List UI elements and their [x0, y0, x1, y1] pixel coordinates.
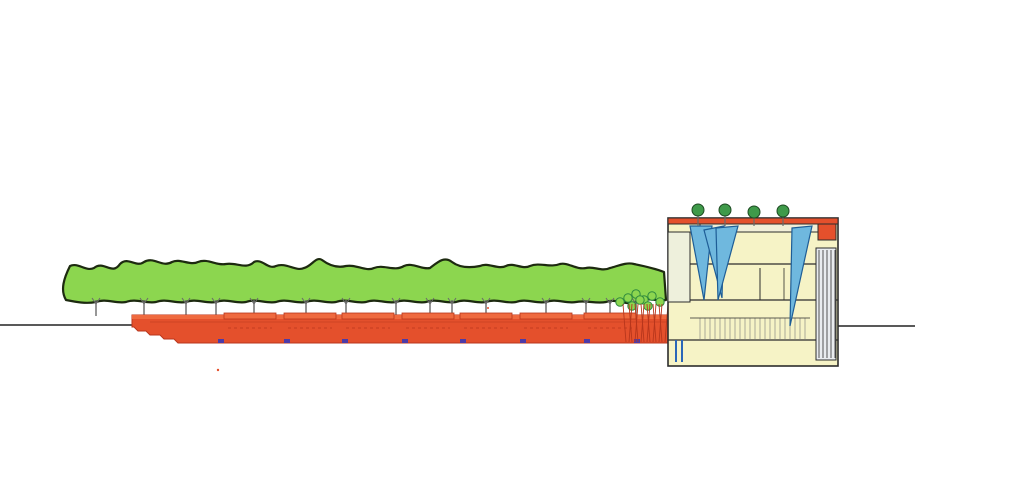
tree-branch: [485, 297, 491, 305]
ground-line: [0, 324, 915, 327]
tree-branch: [139, 297, 145, 305]
purple-accent: [342, 339, 348, 343]
podium-terraces: [131, 312, 683, 344]
roof-tree-crown: [718, 203, 732, 217]
podium-module: [459, 312, 513, 320]
tree-canopy-icon: [61, 258, 668, 316]
tree-branch: [143, 297, 149, 305]
purple-accent: [218, 339, 224, 343]
podium-module: [283, 312, 337, 320]
purple-accent: [520, 339, 526, 343]
podium-modules: [150, 312, 680, 329]
stair-lines: [818, 250, 836, 358]
tree-branch: [181, 297, 187, 305]
shrub-stem: [628, 303, 633, 343]
tree-branch: [429, 297, 435, 305]
tree-branch: [211, 297, 217, 305]
shrub-leaf: [655, 297, 665, 307]
shrub-stem: [634, 303, 639, 343]
podium-module: [401, 312, 455, 320]
tree-branch: [253, 297, 259, 305]
shrub-leaf: [647, 291, 657, 301]
tree-branch: [447, 297, 453, 305]
roof-tree-crown: [691, 203, 705, 217]
shrub-stem: [658, 303, 663, 343]
purple-accent: [460, 339, 466, 343]
roof-tree-crown: [776, 204, 790, 218]
shrub-leaf: [635, 295, 645, 305]
tree-branch: [481, 297, 487, 305]
tree-branch: [185, 297, 191, 305]
purple-accents: [218, 339, 640, 343]
tree-branch: [451, 297, 457, 305]
shrub-leaf: [615, 297, 625, 307]
tree-branch: [605, 297, 611, 305]
tree-branch: [91, 297, 97, 305]
shrub-stem: [622, 303, 627, 343]
shrub-leaf: [643, 301, 653, 311]
tree-icon: [691, 203, 790, 226]
tree-branch: [541, 297, 547, 305]
shrub-stem: [646, 303, 651, 343]
shrub-stem: [640, 303, 645, 343]
roof-tree-crown: [747, 205, 761, 219]
purple-accent: [584, 339, 590, 343]
cone-icon: [689, 225, 813, 327]
podium-module: [341, 312, 395, 320]
light-well-cone: [689, 225, 713, 301]
podium-module: [519, 312, 573, 320]
tree-branch: [395, 297, 401, 305]
tree-branch: [345, 297, 351, 305]
light-well-cone: [715, 225, 739, 301]
tree-branch: [581, 297, 587, 305]
tree-branch: [95, 297, 101, 305]
podium-module: [223, 312, 277, 320]
tree-branch: [609, 297, 615, 305]
tree-branch: [545, 297, 551, 305]
tree-branch: [301, 297, 307, 305]
shrub-icon: [615, 289, 669, 343]
specks: [216, 307, 489, 372]
purple-accent: [402, 339, 408, 343]
tree-branch: [391, 297, 397, 305]
tree-branch: [585, 297, 591, 305]
tree-branch: [341, 297, 347, 305]
light-well-cone: [789, 225, 813, 327]
shrub-leaf: [623, 293, 633, 303]
tree-branch: [305, 297, 311, 305]
shrub-stem: [652, 303, 657, 343]
podium-module: [583, 312, 637, 320]
tree-branch: [249, 297, 255, 305]
stair-icon: [675, 340, 683, 362]
purple-accent: [634, 339, 640, 343]
tree-branch: [215, 297, 221, 305]
purple-accent: [284, 339, 290, 343]
tree-branch: [425, 297, 431, 305]
